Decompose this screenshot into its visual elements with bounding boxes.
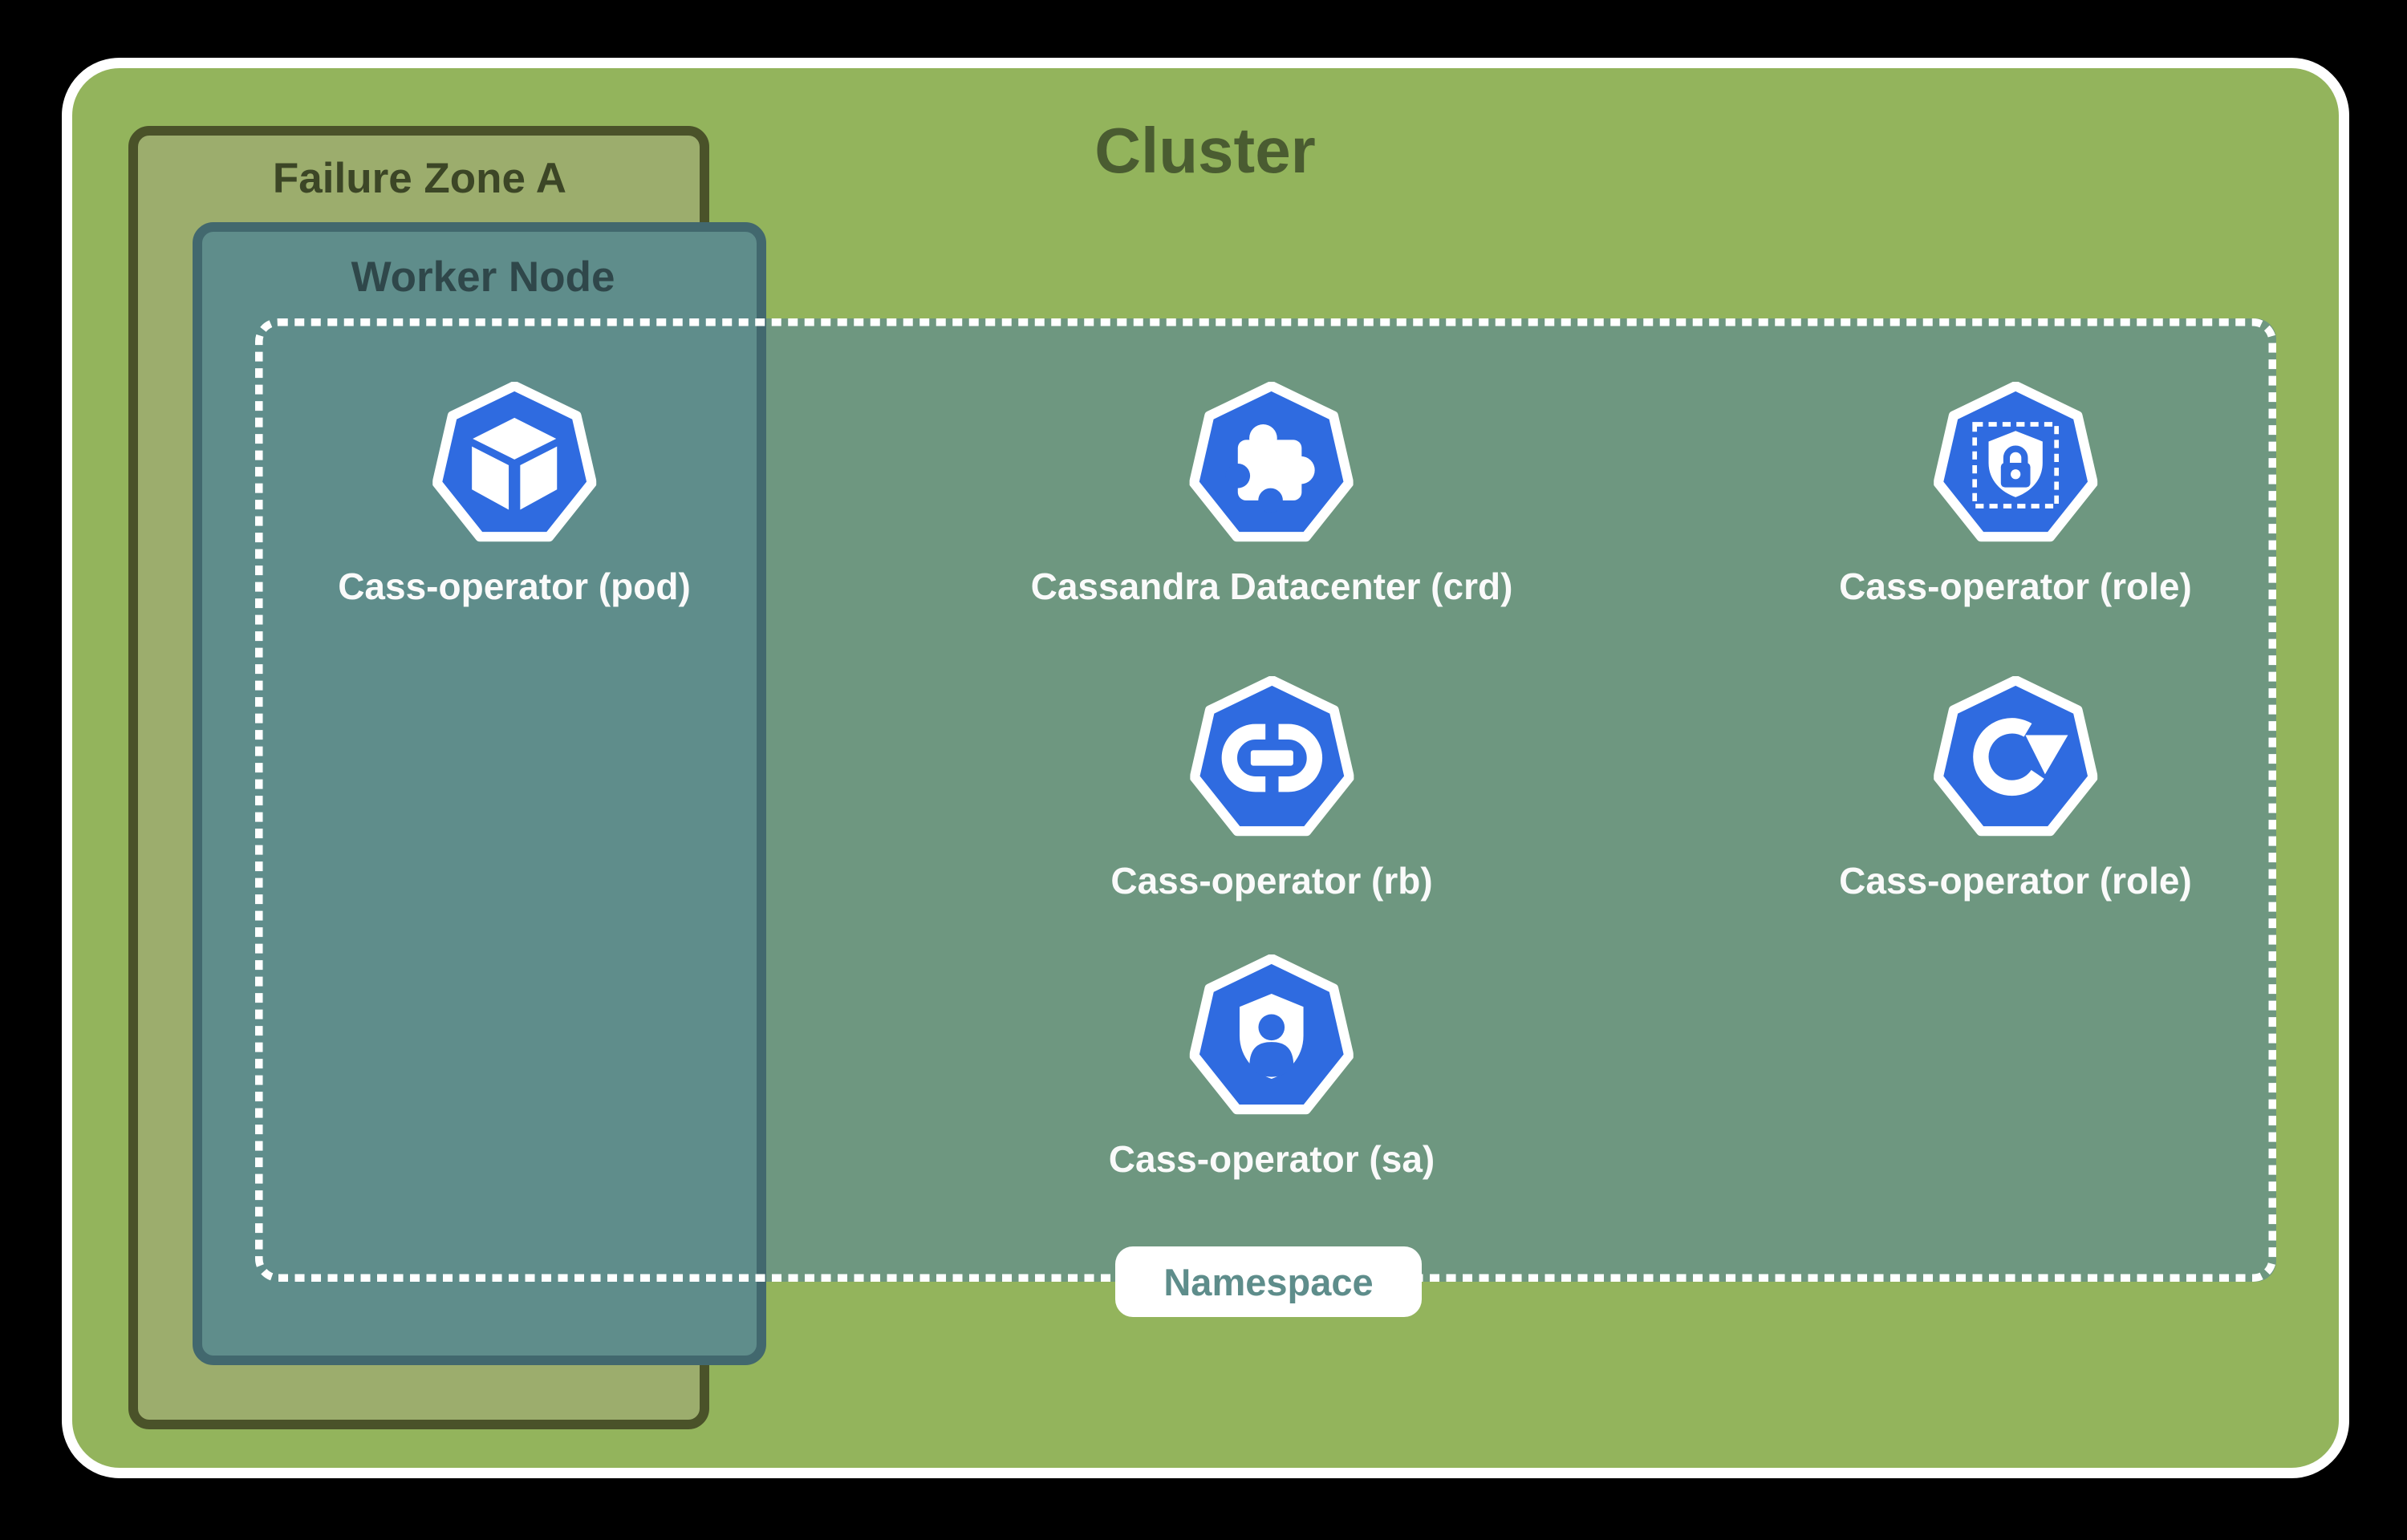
kubernetes-pod-cube-icon: [432, 382, 596, 542]
resource-label: Cass-operator (pod): [338, 565, 691, 607]
shield-lock-icon: [1934, 382, 2097, 542]
rotate-arrow-icon: [1934, 676, 2097, 837]
namespace-label: Namespace: [1163, 1260, 1374, 1303]
worker-node-label: Worker Node: [351, 253, 615, 301]
resource-label: Cass-operator (role): [1839, 565, 2192, 607]
resource-label: Cass-operator (rb): [1110, 860, 1433, 902]
chain-link-icon: [1189, 676, 1354, 837]
resource-label: Cass-operator (role): [1839, 860, 2192, 902]
resource-role-rotate: Cass-operator (role): [1839, 676, 2192, 902]
resource-crd: Cassandra Datacenter (crd): [1030, 382, 1513, 608]
failure-zone-label: Failure Zone A: [272, 155, 567, 202]
resource-label: Cassandra Datacenter (crd): [1030, 565, 1513, 607]
resource-rolebinding: Cass-operator (rb): [1110, 676, 1433, 902]
cluster-title: Cluster: [1094, 115, 1316, 186]
namespace-badge: Namespace: [1115, 1246, 1422, 1317]
resource-pod: Cass-operator (pod): [338, 382, 691, 608]
puzzle-piece-icon: [1189, 382, 1354, 542]
resource-serviceaccount: Cass-operator (sa): [1109, 954, 1435, 1181]
resource-label: Cass-operator (sa): [1108, 1138, 1435, 1180]
resource-role-lock: Cass-operator (role): [1839, 382, 2192, 608]
shield-person-icon: [1189, 954, 1354, 1115]
